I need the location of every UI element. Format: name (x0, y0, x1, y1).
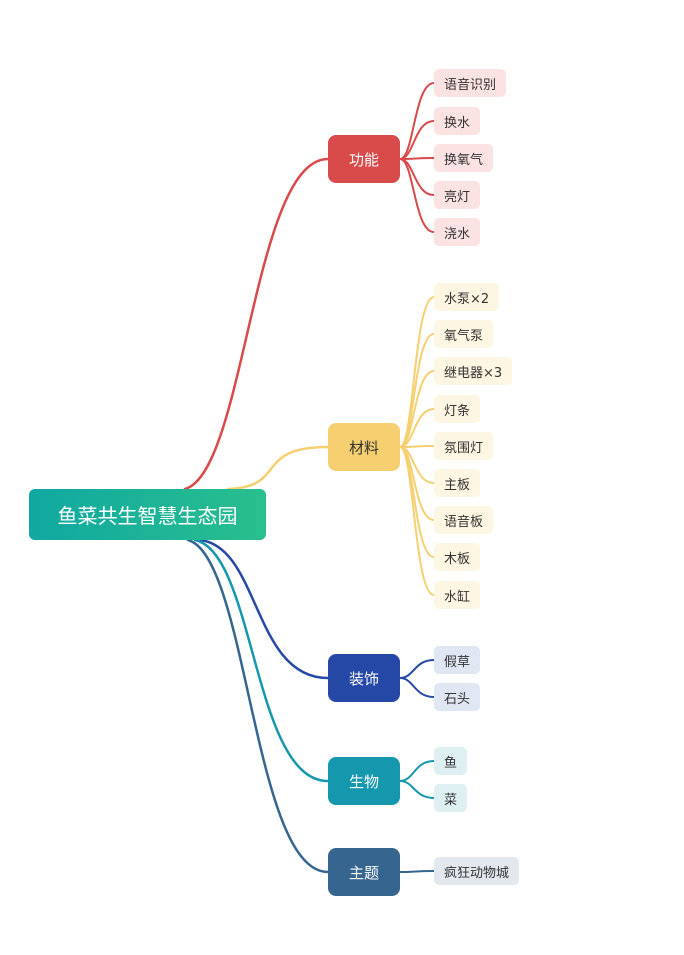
leaf-node[interactable]: 浇水 (434, 218, 481, 246)
leaf-label: 语音板 (444, 514, 484, 530)
leaf-label: 灯条 (444, 403, 471, 419)
leaf-node[interactable]: 语音板 (434, 506, 494, 534)
leaf-connector (399, 446, 435, 596)
branch-node-materials[interactable]: 材料 (328, 423, 400, 471)
leaf-label: 疯狂动物城 (444, 865, 510, 881)
branch-label: 主题 (348, 863, 379, 882)
leaf-label: 菜 (444, 792, 458, 808)
leaf-label: 石头 (444, 691, 471, 707)
leaf-node[interactable]: 石头 (434, 683, 481, 711)
branch-node-theme[interactable]: 主题 (328, 848, 400, 896)
leaf-label: 氛围灯 (444, 440, 484, 456)
branch-connector (193, 538, 330, 783)
leaf-label: 换水 (444, 115, 471, 131)
leaf-label: 换氧气 (444, 152, 484, 168)
leaf-node[interactable]: 换氧气 (434, 144, 494, 172)
leaf-node[interactable]: 主板 (434, 469, 481, 497)
leaf-label: 水缸 (444, 589, 471, 605)
leaf-connector (399, 120, 435, 160)
leaf-node[interactable]: 灯条 (434, 395, 481, 423)
leaf-connector (399, 780, 435, 799)
leaf-label: 木板 (444, 551, 471, 567)
leaf-label: 水泵×2 (444, 291, 490, 307)
leaf-connector (399, 82, 435, 160)
leaf-node[interactable]: 鱼 (434, 747, 468, 775)
branch-label: 功能 (348, 150, 379, 169)
leaf-node[interactable]: 木板 (434, 543, 481, 571)
leaf-label: 继电器×3 (444, 365, 503, 381)
leaf-label: 语音识别 (444, 77, 497, 93)
leaf-connector (399, 870, 435, 873)
leaf-label: 鱼 (444, 755, 458, 771)
leaf-label: 浇水 (444, 226, 471, 242)
leaf-connector (399, 157, 435, 160)
leaf-label: 假草 (444, 654, 471, 670)
leaf-connector (399, 158, 435, 233)
branch-connector (226, 445, 330, 491)
branch-connector (183, 157, 330, 491)
branch-label: 装饰 (348, 669, 379, 688)
leaf-connector (399, 677, 435, 698)
leaf-node[interactable]: 亮灯 (434, 181, 481, 209)
root-label: 鱼菜共生智慧生态园 (57, 504, 238, 528)
branch-node-decoration[interactable]: 装饰 (328, 654, 400, 702)
branch-node-organisms[interactable]: 生物 (328, 757, 400, 805)
leaf-node[interactable]: 继电器×3 (434, 357, 513, 385)
leaf-connector (399, 408, 435, 448)
leaf-label: 氧气泵 (444, 328, 484, 344)
leaf-node[interactable]: 语音识别 (434, 69, 507, 97)
leaf-node[interactable]: 疯狂动物城 (434, 857, 520, 885)
branch-connector (186, 538, 330, 874)
leaf-connector (399, 370, 435, 448)
root-node[interactable]: 鱼菜共生智慧生态园 (29, 489, 266, 540)
leaf-label: 亮灯 (444, 189, 471, 205)
branch-label: 生物 (348, 772, 379, 791)
leaf-node[interactable]: 换水 (434, 107, 481, 135)
leaf-connector (399, 445, 435, 448)
leaf-connector (399, 659, 435, 679)
leaf-label: 主板 (444, 477, 471, 493)
branch-connector (198, 538, 330, 680)
branch-label: 材料 (348, 438, 379, 457)
leaf-node[interactable]: 氧气泵 (434, 320, 494, 348)
leaf-node[interactable]: 水泵×2 (434, 283, 500, 311)
leaf-connector (399, 760, 435, 782)
leaf-node[interactable]: 水缸 (434, 581, 481, 609)
leaf-node[interactable]: 氛围灯 (434, 432, 494, 460)
leaf-node[interactable]: 菜 (434, 784, 468, 812)
leaf-node[interactable]: 假草 (434, 646, 481, 674)
branch-node-function[interactable]: 功能 (328, 135, 400, 183)
